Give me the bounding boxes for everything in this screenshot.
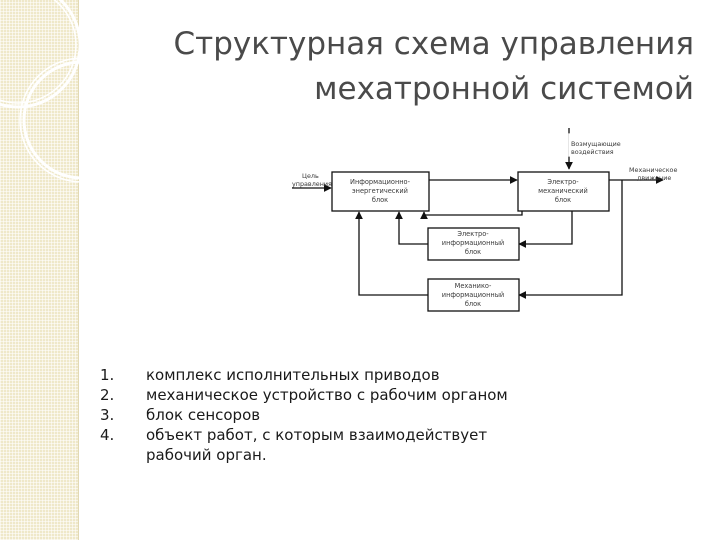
slide-title: Структурная схема управления мехатронной… — [94, 22, 694, 112]
list-text-continued: рабочий орган. — [146, 446, 267, 464]
goal-label-line2: управления — [292, 180, 332, 188]
list-text: механическое устройство с рабочим органо… — [146, 386, 508, 404]
list-item: 2. механическое устройство с рабочим орг… — [100, 385, 508, 405]
list-text: комплекс исполнительных приводов — [146, 366, 440, 384]
feedback-arrow-1 — [420, 197, 523, 220]
component-list: 1. комплекс исполнительных приводов 2. м… — [100, 365, 508, 465]
block-electro-exec-line3: блок — [555, 196, 571, 204]
block-info-line1: Информационно- — [350, 178, 411, 186]
structure-diagram: Информационно- энергетический блок Элект… — [292, 128, 677, 312]
block-electro-mechanical — [517, 171, 610, 212]
title-line-2: мехатронной системой — [314, 71, 694, 107]
block-info-line2: энергетический — [352, 187, 408, 195]
mech-feedback-arrow — [518, 180, 623, 299]
decorative-sidebar — [0, 0, 79, 540]
block-electro-exec-line1: Электро- — [547, 178, 579, 186]
feedback-arrow-3 — [355, 211, 428, 296]
block-mech-info-line3: блок — [465, 300, 481, 308]
block-mech-info-line2: информационный — [442, 291, 504, 299]
block-electro-info-line3: блок — [465, 248, 481, 256]
electro-feedback-arrow — [518, 197, 573, 248]
list-item: 3. блок сенсоров — [100, 405, 508, 425]
block-mech-info — [427, 278, 520, 312]
decorative-circles — [0, 0, 145, 183]
list-item: 4. объект работ, с которым взаимодейству… — [100, 425, 508, 465]
list-text: блок сенсоров — [146, 406, 261, 424]
block-mech-info-line1: Механико- — [455, 282, 492, 290]
block-electro-exec-line2: механический — [538, 187, 588, 195]
list-text: объект работ, с которым взаимодействует — [146, 426, 488, 444]
block-electro-info-line2: информационный — [442, 239, 504, 247]
mech-motion-label-line2: движение — [637, 174, 671, 182]
feedback-arrow-2 — [395, 211, 428, 245]
list-number: 4. — [100, 426, 115, 444]
block-electro-info — [427, 227, 520, 261]
disturb-label-line2: воздействия — [571, 148, 614, 156]
list-number: 2. — [100, 386, 115, 404]
title-line-1: Структурная схема управления — [173, 26, 694, 62]
list-number: 1. — [100, 366, 115, 384]
disturb-label-bg — [568, 133, 620, 157]
list-item: 1. комплекс исполнительных приводов — [100, 365, 508, 385]
disturb-label-line1: Возмущающие — [571, 140, 621, 148]
mech-motion-label-line1: Механическое — [629, 166, 677, 174]
block-info-energy — [331, 171, 430, 212]
goal-label-line1: Цель — [302, 172, 319, 180]
block-info-line3: блок — [372, 196, 388, 204]
list-number: 3. — [100, 406, 115, 424]
block-electro-info-line1: Электро- — [457, 230, 489, 238]
